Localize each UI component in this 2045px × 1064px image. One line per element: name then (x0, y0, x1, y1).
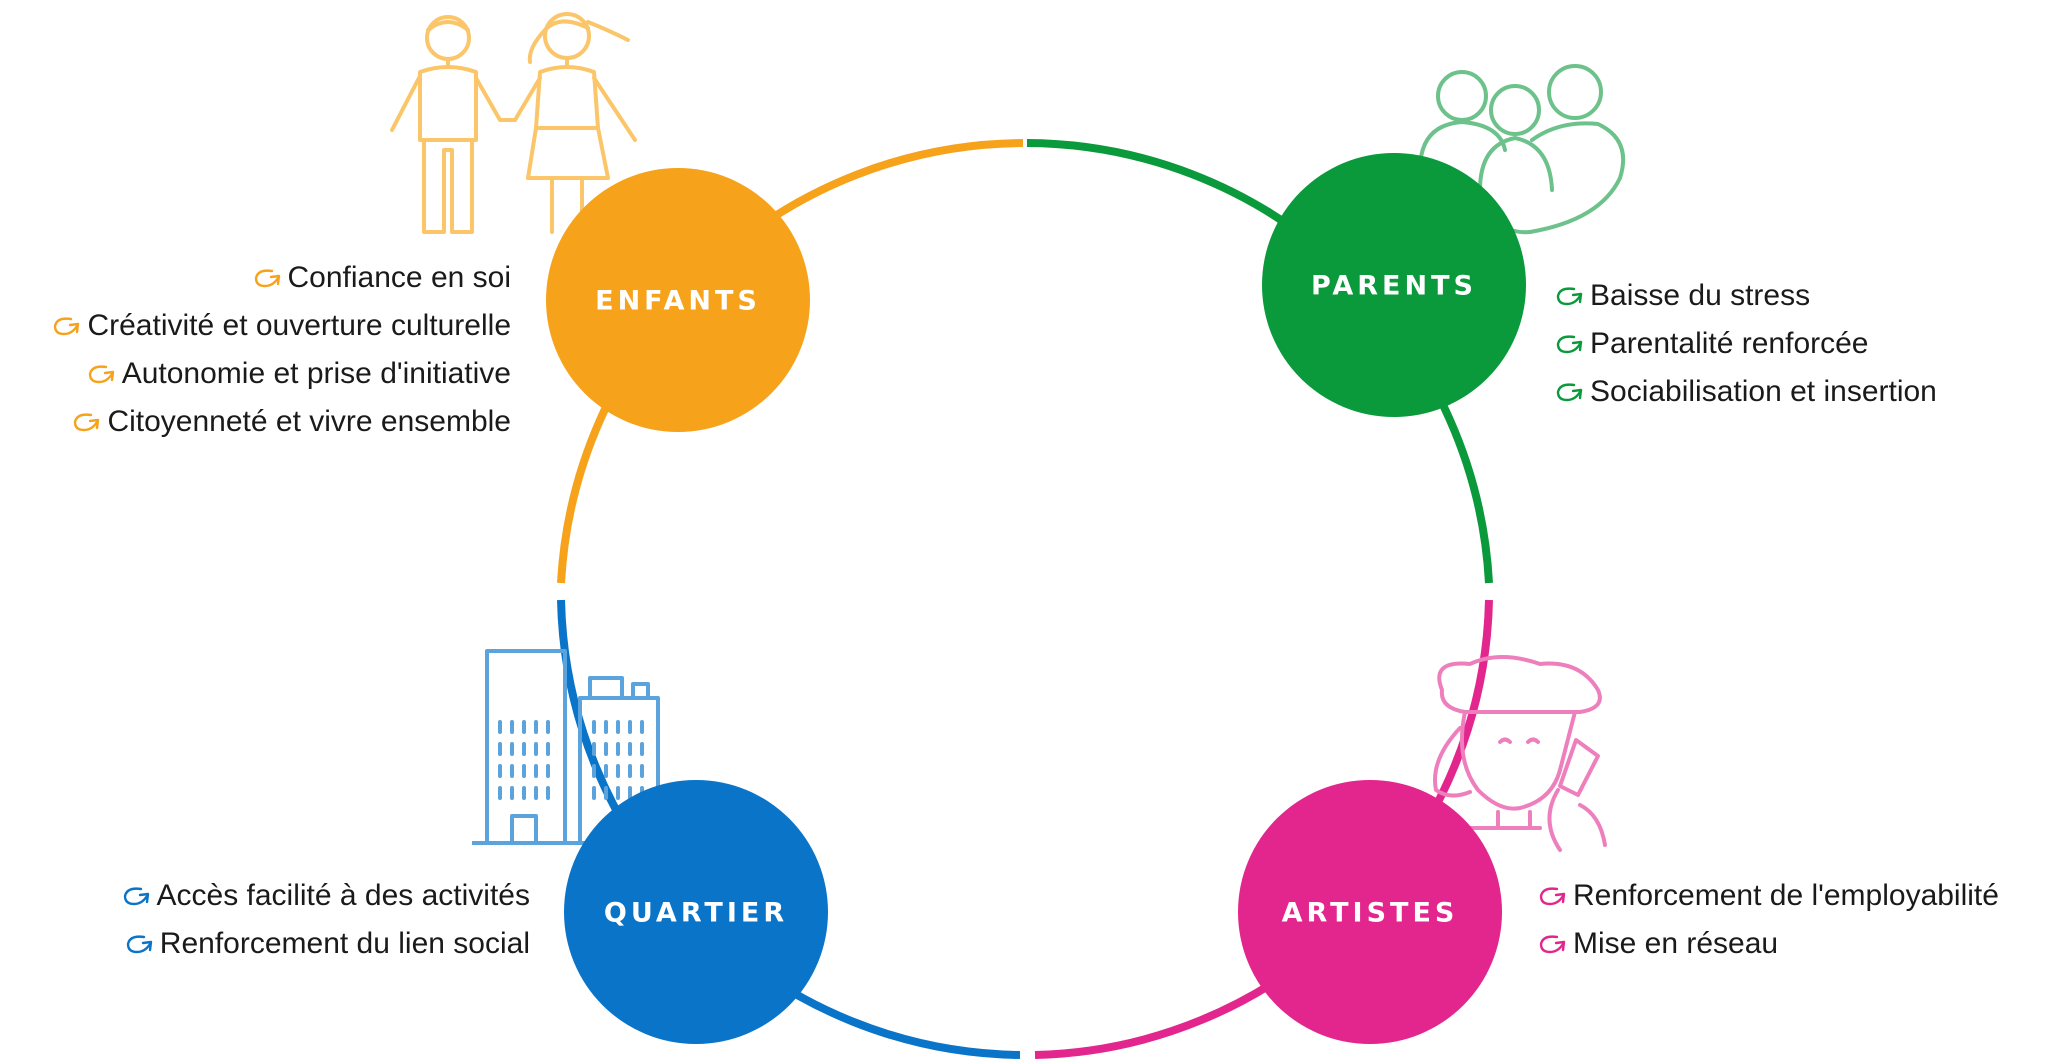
label-parents: PARENTS (1311, 271, 1477, 302)
benefit-text: Autonomie et prise d'initiative (121, 357, 511, 390)
benefit-item: Mise en réseau (1537, 920, 1999, 968)
benefit-text: Renforcement de l'employabilité (1573, 879, 1999, 912)
artist-icon (1433, 655, 1607, 852)
benefit-text: Mise en réseau (1573, 927, 1779, 960)
label-enfants: ENFANTS (595, 286, 761, 317)
benefit-item: Renforcement du lien social (121, 920, 530, 968)
node-parents: PARENTS (1262, 153, 1526, 417)
benefit-text: Confiance en soi (287, 261, 511, 294)
benefit-text: Accès facilité à des activités (156, 879, 531, 912)
benefit-item: Accès facilité à des activités (121, 872, 531, 920)
arrow-icon (126, 935, 152, 954)
benefit-item: Renforcement de l'employabilité (1537, 872, 1999, 920)
node-quartier: QUARTIER (564, 780, 828, 1044)
arrow-icon (1539, 935, 1566, 954)
arrow-icon (1556, 383, 1583, 402)
label-artistes: ARTISTES (1282, 898, 1459, 929)
benefit-item: Créativité et ouverture culturelle (51, 302, 511, 350)
arrow-icon (1556, 335, 1583, 354)
benefit-item: Sociabilisation et insertion (1554, 368, 1937, 416)
node-enfants: ENFANTS (546, 168, 810, 432)
arrow-icon (123, 887, 149, 906)
arrow-icon (1539, 887, 1566, 906)
arrow-icon (254, 269, 280, 288)
benefit-text: Créativité et ouverture culturelle (87, 309, 511, 342)
label-quartier: QUARTIER (604, 898, 788, 929)
benefit-item: Autonomie et prise d'initiative (51, 350, 511, 398)
arrow-icon (1556, 287, 1583, 306)
benefit-text: Parentalité renforcée (1590, 327, 1869, 360)
benefit-text: Citoyenneté et vivre ensemble (107, 405, 511, 438)
children-icon (390, 12, 637, 234)
benefit-item: Baisse du stress (1554, 272, 1937, 320)
node-artistes: ARTISTES (1238, 780, 1502, 1044)
arrow-icon (74, 413, 100, 432)
benefit-item: Parentalité renforcée (1554, 320, 1937, 368)
benefit-item: Citoyenneté et vivre ensemble (51, 398, 511, 446)
benefit-item: Confiance en soi (51, 254, 511, 302)
benefit-text: Sociabilisation et insertion (1590, 375, 1937, 408)
benefit-text: Baisse du stress (1590, 279, 1811, 312)
arrow-icon (54, 317, 80, 336)
arrow-icon (88, 365, 114, 384)
benefit-text: Renforcement du lien social (159, 927, 530, 960)
